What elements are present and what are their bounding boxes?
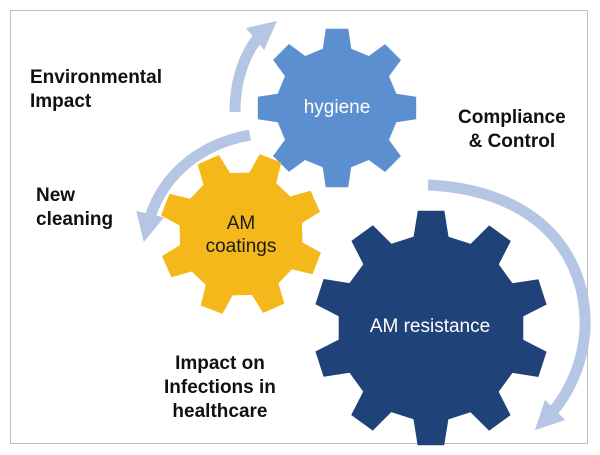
label-impact-infections: Impact on Infections in healthcare bbox=[164, 353, 276, 422]
label-environmental-impact: Environmental Impact bbox=[30, 67, 162, 112]
gear-label-resistance: AM resistance bbox=[369, 316, 491, 337]
arrow-new-cleaning bbox=[136, 129, 252, 242]
label-compliance-control: Compliance & Control bbox=[458, 107, 566, 152]
gear-label-coatings: AM coatings bbox=[205, 213, 277, 257]
arrow-compliance bbox=[427, 179, 591, 431]
gear-coatings bbox=[161, 154, 321, 314]
gear-resistance bbox=[315, 210, 547, 446]
gear-label-hygiene: hygiene bbox=[303, 97, 371, 118]
label-new-cleaning: New cleaning bbox=[36, 185, 114, 230]
gear-hygiene bbox=[257, 28, 417, 188]
arrow-environmental bbox=[229, 20, 277, 113]
